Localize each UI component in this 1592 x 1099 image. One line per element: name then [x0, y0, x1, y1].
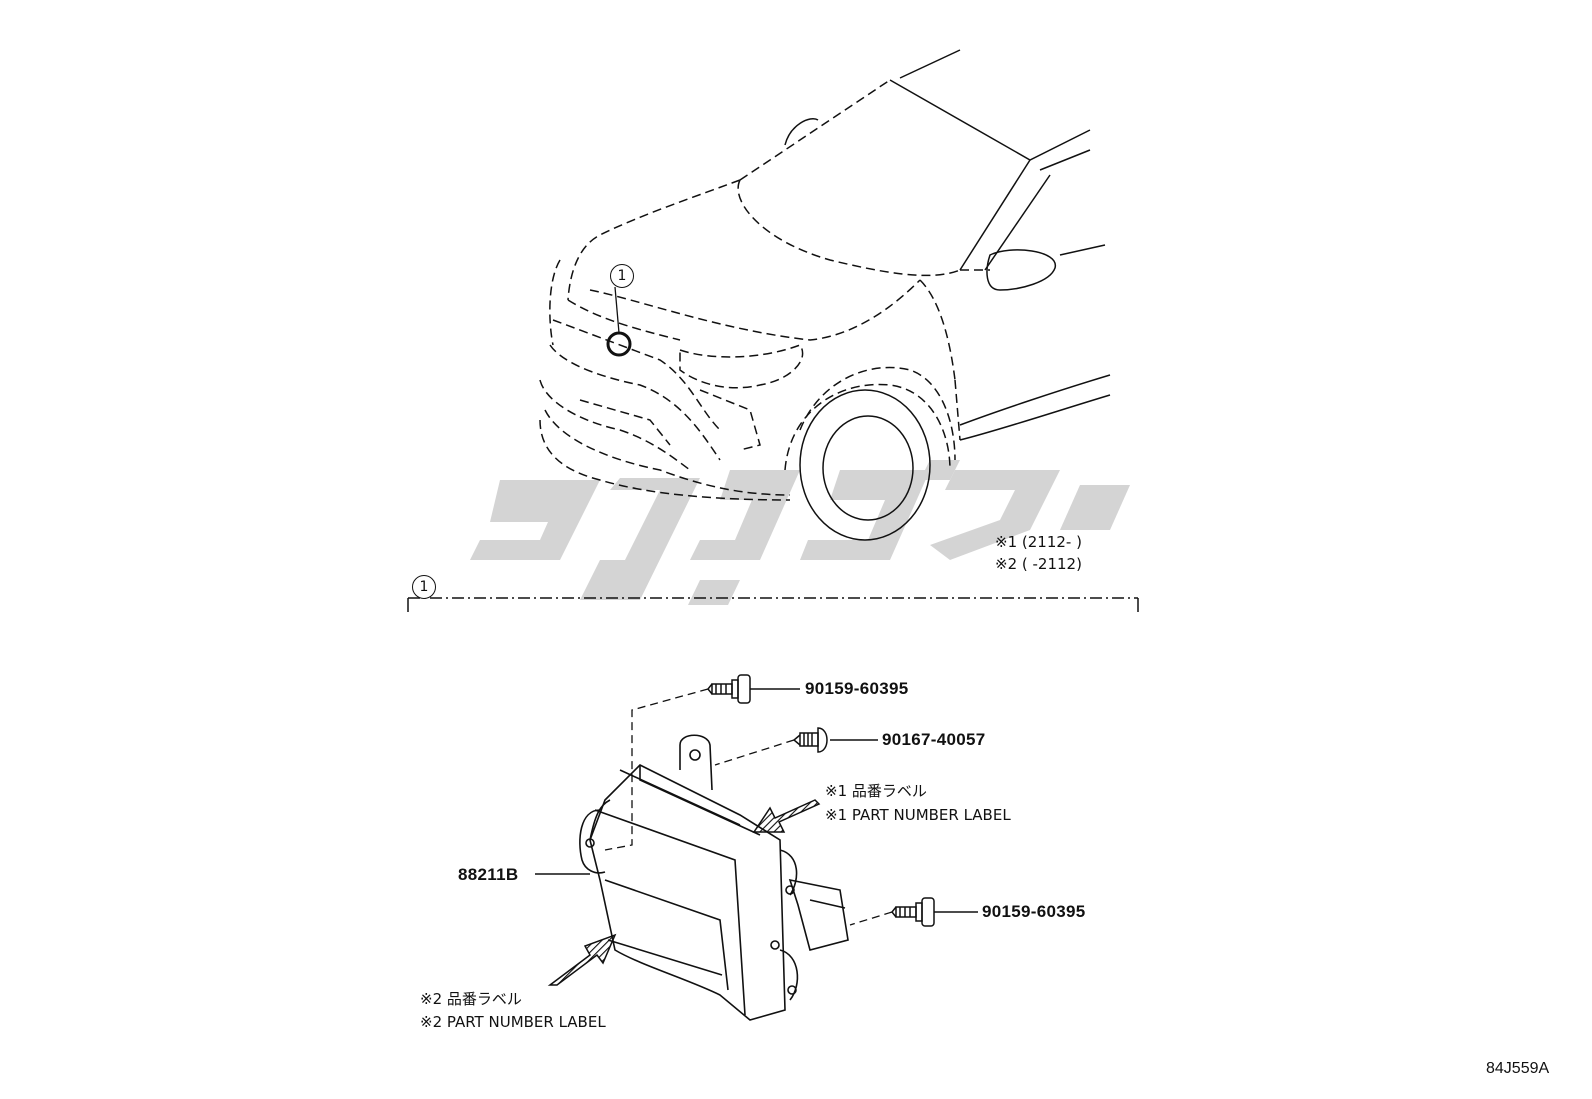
vehicle-outline — [539, 49, 1111, 541]
section-bracket — [407, 597, 1139, 612]
date-note-2: ※2 ( -2112) — [995, 555, 1082, 573]
bolt-top — [707, 674, 751, 704]
date-note-1: ※1 (2112- ) — [995, 533, 1082, 551]
section-callout-1: 1 — [412, 575, 436, 599]
car-callout-1: 1 — [610, 264, 634, 288]
screw — [792, 727, 828, 753]
sensor-unit-88211B — [579, 734, 849, 1021]
label1-jp: ※1 品番ラベル — [825, 782, 927, 800]
part-number-bolt-right[interactable]: 90159-60395 — [982, 902, 1086, 921]
logo-watermark — [470, 460, 1130, 605]
label2-jp: ※2 品番ラベル — [420, 990, 522, 1008]
label-pointer-arrow-1 — [752, 799, 821, 833]
part-number-bolt-top[interactable]: 90159-60395 — [805, 679, 909, 698]
part-number-screw[interactable]: 90167-40057 — [882, 730, 986, 749]
assembly-lines — [604, 688, 893, 926]
diagram-code: 84J559A — [1486, 1060, 1550, 1077]
part-number-sensor[interactable]: 88211B — [458, 865, 519, 884]
label2-en: ※2 PART NUMBER LABEL — [420, 1013, 606, 1031]
leader-lines — [535, 688, 978, 913]
label-pointer-arrow-2 — [547, 933, 617, 986]
label1-en: ※1 PART NUMBER LABEL — [825, 806, 1011, 824]
bolt-right — [891, 897, 935, 927]
